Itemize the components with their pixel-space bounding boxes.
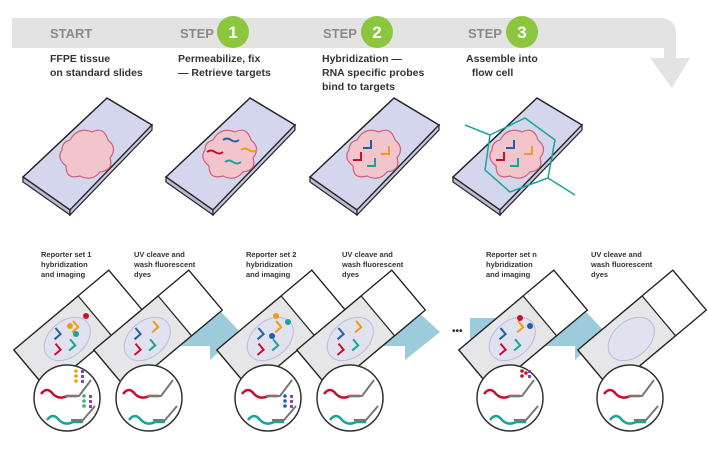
description-line: — Retrieve targets	[178, 67, 271, 79]
start-label: START	[50, 26, 92, 41]
slide-permeabilized	[165, 97, 296, 216]
svg-text:Reporter set 1: Reporter set 1	[41, 250, 91, 259]
svg-text:and imaging: and imaging	[41, 270, 86, 279]
svg-text:Reporter set n: Reporter set n	[486, 250, 537, 259]
svg-text:and imaging: and imaging	[246, 270, 291, 279]
svg-text:wash fluorescent: wash fluorescent	[590, 260, 653, 269]
step-badge	[217, 16, 249, 48]
svg-text:dyes: dyes	[342, 270, 359, 279]
step-2: STEP 2	[323, 16, 393, 48]
svg-text:hybridization: hybridization	[486, 260, 533, 269]
step-number: 3	[517, 23, 526, 42]
svg-text:dyes: dyes	[591, 270, 608, 279]
detail-circle-1	[32, 363, 102, 433]
step-3: STEP 3	[468, 16, 538, 48]
svg-text:hybridization: hybridization	[246, 260, 293, 269]
svg-text:UV cleave and: UV cleave and	[591, 250, 642, 259]
detail-circle-3	[233, 363, 303, 433]
flow-cell-5	[458, 269, 588, 391]
step-number: 2	[372, 23, 381, 42]
step-badge	[361, 16, 393, 48]
description-line: Assemble into	[466, 53, 538, 65]
slide-hybridized	[309, 97, 440, 216]
step-description-1: Permeabilize, fix — Retrieve targets	[178, 53, 271, 79]
description-line: FFPE tissue	[50, 53, 110, 65]
step-description-3: Assemble into flow cell	[466, 53, 538, 79]
description-line: flow cell	[466, 67, 513, 79]
svg-text:dyes: dyes	[134, 270, 151, 279]
detail-circle-2	[114, 363, 184, 433]
description-line: Hybridization —	[322, 53, 402, 65]
slide-flow-cell	[452, 97, 583, 216]
description-line: Permeabilize, fix	[178, 53, 260, 65]
step-label: STEP	[180, 26, 214, 41]
description-line: RNA specific probes	[322, 67, 424, 79]
svg-text:wash fluorescent: wash fluorescent	[341, 260, 404, 269]
svg-text:and imaging: and imaging	[486, 270, 531, 279]
description-line: bind to targets	[322, 81, 395, 93]
step-description-0: FFPE tissue on standard slides	[50, 53, 143, 79]
step-badge	[506, 16, 538, 48]
slide-ffpe	[22, 97, 153, 216]
svg-text:UV cleave and: UV cleave and	[342, 250, 393, 259]
svg-text:Reporter set 2: Reporter set 2	[246, 250, 296, 259]
detail-circle-4	[315, 363, 385, 433]
detail-circle-5	[475, 363, 545, 433]
step-description-2: Hybridization — RNA specific probes bind…	[322, 53, 424, 93]
svg-text:UV cleave and: UV cleave and	[134, 250, 185, 259]
step-label: STEP	[323, 26, 357, 41]
description-line: on standard slides	[50, 67, 143, 79]
detail-circle-6	[595, 363, 665, 433]
step-1: STEP 1	[180, 16, 249, 48]
svg-text:wash fluorescent: wash fluorescent	[133, 260, 196, 269]
step-number: 1	[228, 23, 237, 42]
flow-cell-1	[13, 269, 143, 391]
flow-cell-3	[216, 269, 346, 391]
svg-text:hybridization: hybridization	[41, 260, 88, 269]
ellipsis: •••	[452, 326, 463, 337]
step-label: STEP	[468, 26, 502, 41]
